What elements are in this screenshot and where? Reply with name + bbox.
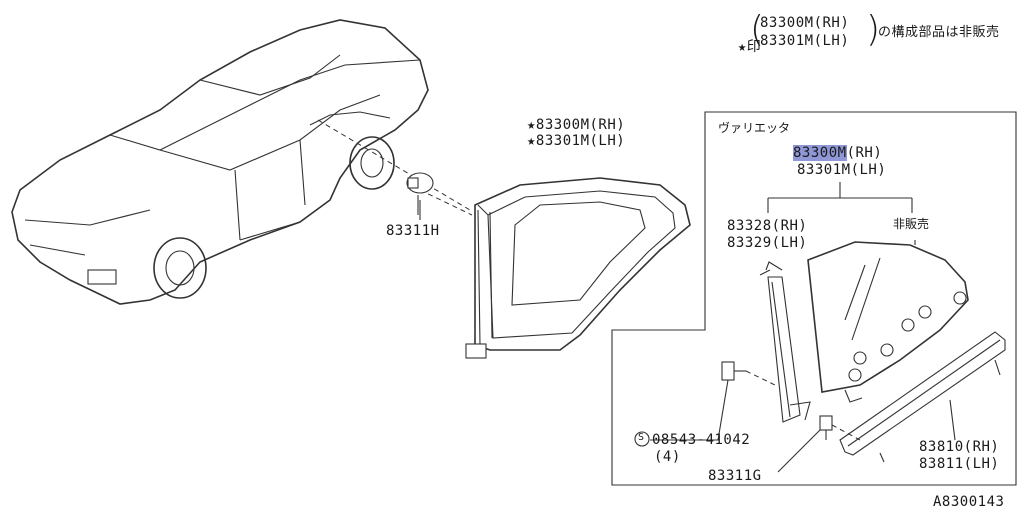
part-83300m-rh[interactable]: ★83300M(RH) [527, 117, 626, 133]
note-text: の構成部品は非販売 [878, 25, 1000, 40]
division-trim-piece [759, 261, 811, 423]
inset-frame [611, 111, 1017, 486]
part-83329-lh[interactable]: 83329(LH) [727, 235, 808, 251]
clip-83311g-icon [819, 415, 833, 440]
part-83300m-highlight[interactable]: 83300M [793, 145, 847, 161]
diagram-id: A8300143 [933, 494, 1005, 510]
note-part-rh: 83300M(RH) [760, 15, 850, 31]
part-83301m-lh[interactable]: ★83301M(LH) [527, 133, 626, 149]
part-08543-41042[interactable]: 08543-41042 [652, 432, 751, 448]
note-mark: 印 [746, 39, 762, 55]
part-83300m-suffix: (RH) [846, 145, 883, 161]
part-83301m-inset[interactable]: 83301M(LH) [797, 162, 887, 178]
note-part-lh: 83301M(LH) [760, 33, 850, 49]
part-83811-lh[interactable]: 83811(LH) [919, 456, 1000, 472]
part-83328-rh[interactable]: 83328(RH) [727, 218, 808, 234]
glass-panel [807, 241, 969, 403]
screw-quantity: (4) [654, 449, 681, 465]
note-star: ★ [737, 39, 747, 55]
quarter-window-assembly [465, 177, 691, 359]
s-circle-letter: S [638, 432, 645, 443]
clip-83311h-icon [406, 172, 434, 215]
car-illustration [11, 19, 429, 305]
part-83311h[interactable]: 83311H [386, 223, 440, 239]
not-sold-label: 非販売 [893, 217, 930, 231]
part-83810-rh[interactable]: 83810(RH) [919, 439, 1000, 455]
screw-icon [721, 361, 746, 381]
inset-title: ヴァリエッタ [718, 121, 791, 135]
lower-molding [839, 331, 1006, 463]
leader-car-to-window [317, 119, 471, 211]
s-circle-icon [634, 431, 650, 447]
part-83311g[interactable]: 83311G [708, 468, 762, 484]
